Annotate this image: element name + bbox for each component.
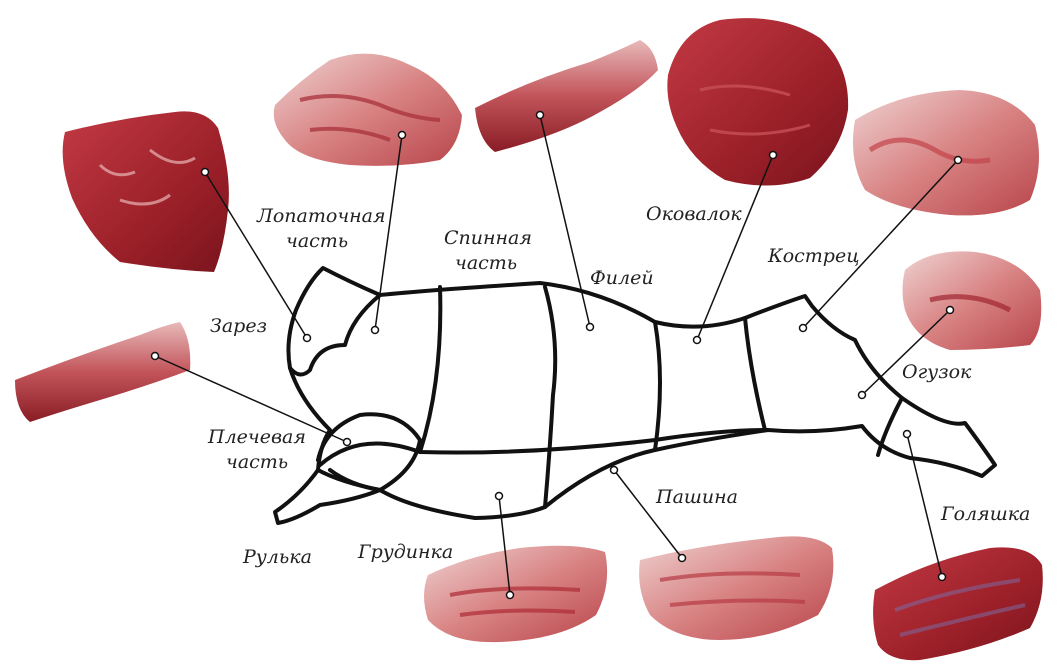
dot-zarez-piece: [202, 169, 209, 176]
labels: Зарез Лопаточная часть Спинная часть Фил…: [207, 203, 1030, 568]
dot-lopatochnaya: [372, 327, 379, 334]
dot-lopatochnaya-piece: [399, 132, 406, 139]
label-plechevaya-line2: часть: [226, 451, 288, 473]
dot-grudinka-piece: [507, 592, 514, 599]
dot-plechevaya-piece: [152, 353, 159, 360]
leader-golyashka: [907, 434, 942, 577]
meat-piece-kostrets: [853, 90, 1039, 215]
dot-pashina: [611, 467, 618, 474]
label-filey: Филей: [590, 267, 654, 289]
dot-pashina-piece: [679, 555, 686, 562]
meat-piece-golyashka: [873, 547, 1043, 660]
label-oguzok: Огузок: [902, 361, 972, 383]
label-plechevaya-line1: Плечевая: [207, 426, 306, 448]
dot-grudinka: [496, 493, 503, 500]
label-spinnaya-line1: Спинная: [444, 227, 532, 249]
dot-kostrets-piece: [955, 157, 962, 164]
dot-plechevaya: [344, 439, 351, 446]
label-pashina: Пашина: [655, 486, 738, 508]
dot-filey-piece: [537, 112, 544, 119]
label-rulka: Рулька: [242, 546, 312, 568]
dot-okovalok: [694, 337, 701, 344]
dot-filey: [587, 324, 594, 331]
meat-piece-okovalok: [667, 18, 848, 185]
label-spinnaya-line2: часть: [455, 252, 517, 274]
label-golyashka: Голяшка: [940, 503, 1030, 525]
label-lopatochnaya-line1: Лопаточная: [256, 205, 386, 227]
meat-piece-plechevaya: [15, 322, 190, 422]
meat-piece-lopatochnaya: [274, 54, 462, 166]
dot-golyashka: [904, 431, 911, 438]
label-lopatochnaya-line2: часть: [286, 230, 348, 252]
leader-pashina: [614, 470, 682, 558]
label-grudinka: Грудинка: [357, 541, 453, 563]
dot-zarez: [304, 335, 311, 342]
dot-kostrets: [800, 325, 807, 332]
label-zarez: Зарез: [210, 315, 267, 337]
dot-oguzok: [859, 392, 866, 399]
label-okovalok: Оковалок: [646, 203, 742, 225]
meat-piece-zarez: [63, 111, 229, 272]
label-kostrets: Кострец: [767, 245, 859, 267]
leader-zarez: [205, 172, 307, 338]
meat-piece-pashina: [639, 536, 833, 640]
carcass-outline: [275, 268, 995, 523]
dot-okovalok-piece: [770, 152, 777, 159]
dot-golyashka-piece: [939, 574, 946, 581]
meat-piece-filey: [475, 40, 658, 152]
dot-oguzok-piece: [947, 307, 954, 314]
